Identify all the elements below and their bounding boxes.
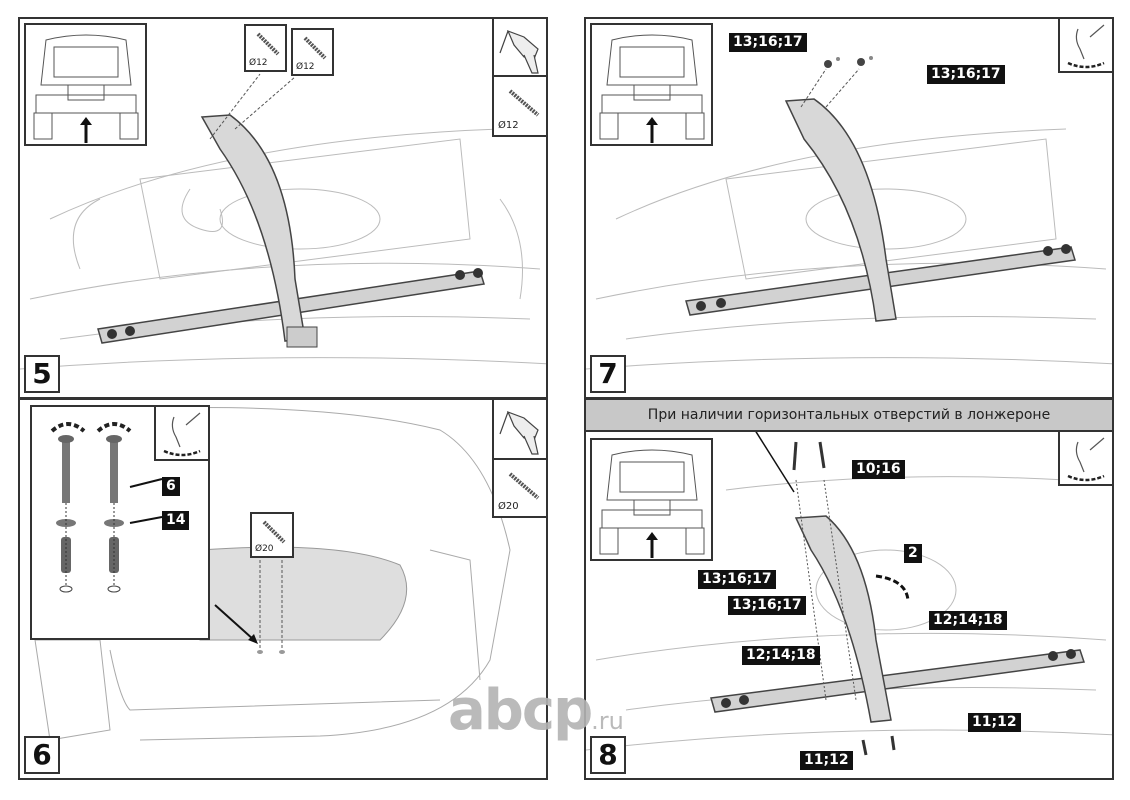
vehicle-rear-view-inset xyxy=(24,23,147,146)
parcel-shelf xyxy=(199,546,408,641)
drill-tool-box xyxy=(492,400,546,460)
drill-bit-tool-box: Ø20 xyxy=(492,458,546,518)
step-6-illustration xyxy=(34,407,511,741)
step-number-5: 5 xyxy=(24,355,60,393)
crossbar xyxy=(710,649,1085,713)
torque-wrench-icon xyxy=(163,412,201,457)
drill-diameter-label: Ø20 xyxy=(498,501,519,512)
part-label: 13;16;17 xyxy=(698,570,776,589)
drill-bit-box-1: Ø12 xyxy=(244,24,287,72)
watermark-suffix: .ru xyxy=(591,707,624,735)
drill-bit-box-2: Ø12 xyxy=(291,28,334,76)
bracket-arm xyxy=(784,98,897,322)
step-8-illustration xyxy=(586,400,1112,756)
part-label: 12;14;18 xyxy=(742,646,820,665)
torque-wrench-tool-box xyxy=(1058,430,1112,486)
bolt-assembly-illustration xyxy=(50,422,163,593)
part-label: 13;16;17 xyxy=(729,33,807,52)
vehicle-rear-view-inset xyxy=(590,23,713,146)
part-label: 13;16;17 xyxy=(927,65,1005,84)
part-label: 11;12 xyxy=(800,751,853,770)
step-5-illustration xyxy=(20,73,546,370)
drill-tool-box xyxy=(492,19,546,77)
torque-wrench-tool-box xyxy=(1058,19,1112,73)
drill-icon xyxy=(499,29,539,74)
watermark-text: abcp xyxy=(448,678,593,743)
part-label: 10;16 xyxy=(852,460,905,479)
drill-bit-icon xyxy=(262,520,286,544)
watermark: abcp.ru xyxy=(448,678,624,743)
part-label: 2 xyxy=(904,544,922,563)
drill-diameter-label: Ø20 xyxy=(255,544,274,554)
drill-icon xyxy=(499,410,539,455)
bracket-arm xyxy=(794,515,892,723)
bolt-stack-left xyxy=(50,422,86,593)
step-6-panel: 6 14 Ø20 Ø20 6 xyxy=(18,398,548,780)
step-number-6: 6 xyxy=(24,736,60,774)
step-number-7: 7 xyxy=(590,355,626,393)
drill-diameter-label: Ø12 xyxy=(249,58,268,68)
drill-bit-icon xyxy=(303,36,327,60)
car-rear-icon xyxy=(33,34,139,143)
bolt-assembly-inset: 6 14 xyxy=(30,405,210,640)
car-rear-icon xyxy=(599,34,705,143)
vehicle-rear-view-inset xyxy=(590,438,713,561)
step-7-panel: 13;16;17 13;16;17 7 xyxy=(584,17,1114,399)
step-number-8: 8 xyxy=(590,736,626,774)
step-5-panel: Ø12 Ø12 Ø12 5 xyxy=(18,17,548,399)
drill-bit-box: Ø20 xyxy=(250,512,294,558)
torque-wrench-icon xyxy=(1067,24,1105,69)
condition-banner: При наличии горизонтальных отверстий в л… xyxy=(586,400,1112,432)
car-rear-icon xyxy=(599,449,705,558)
part-label: 12;14;18 xyxy=(929,611,1007,630)
torque-wrench-tool-box xyxy=(154,405,210,461)
step-7-illustration xyxy=(586,56,1112,370)
bolt-stack-right xyxy=(96,422,132,593)
part-label: 11;12 xyxy=(968,713,1021,732)
drill-bit-icon xyxy=(508,472,540,500)
part-label: 13;16;17 xyxy=(728,596,806,615)
torque-wrench-icon xyxy=(1067,437,1105,482)
part-label: 6 xyxy=(162,477,180,496)
step-8-panel: При наличии горизонтальных отверстий в л… xyxy=(584,398,1114,780)
part-label: 14 xyxy=(162,511,190,530)
drill-diameter-label: Ø12 xyxy=(296,62,315,72)
drill-bit-tool-box: Ø12 xyxy=(492,75,546,137)
drill-diameter-label: Ø12 xyxy=(498,120,519,131)
drill-bit-icon xyxy=(256,32,280,56)
drill-bit-icon xyxy=(508,89,540,117)
